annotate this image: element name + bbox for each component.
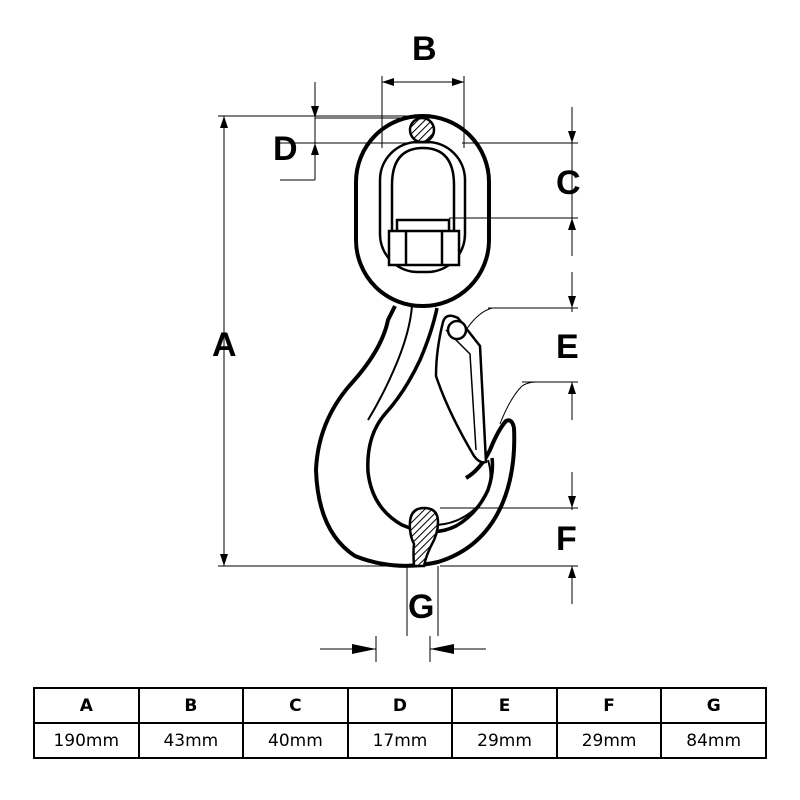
table-header-cell: F — [555, 687, 663, 724]
table-header-cell: B — [137, 687, 245, 724]
dimension-arrowheads — [220, 78, 576, 654]
table-value-cell: 84mm — [660, 722, 767, 759]
hook-shank-line — [367, 305, 413, 421]
swivel-eye — [354, 114, 491, 308]
swivel-nut — [387, 218, 461, 267]
dimension-label-c: C — [556, 164, 581, 202]
table-value-cell: 29mm — [555, 722, 663, 759]
table-header-cell: D — [346, 687, 454, 724]
dimension-lines — [218, 76, 578, 662]
table-value-cell: 190mm — [33, 722, 140, 759]
hook-cross-section — [408, 506, 440, 568]
dimension-label-b: B — [412, 30, 437, 68]
table-header-row: A B C D E F G — [33, 687, 767, 724]
table-header-cell: G — [660, 687, 767, 724]
dimension-label-a: A — [212, 326, 237, 364]
swivel-hook-diagram: A B C D E F G — [212, 30, 581, 662]
eye-inner-opening — [390, 146, 456, 260]
table-value-cell: 43mm — [137, 722, 245, 759]
table-value-cell: 29mm — [451, 722, 558, 759]
table-row: 190mm 43mm 40mm 17mm 29mm 29mm 84mm — [33, 722, 767, 759]
dimension-label-f: F — [556, 520, 577, 558]
table-value-cell: 40mm — [242, 722, 349, 759]
eye-cross-section — [408, 116, 436, 144]
eye-outer — [354, 114, 491, 308]
table-value-cell: 17mm — [346, 722, 454, 759]
dimension-label-g: G — [408, 588, 434, 626]
dimension-label-d: D — [273, 130, 298, 168]
table-header-cell: E — [451, 687, 558, 724]
hook-body — [314, 305, 517, 568]
latch-pivot-pin — [446, 319, 468, 341]
dimension-label-e: E — [556, 328, 579, 366]
dimensions-table: A B C D E F G 190mm 43mm 40mm 17mm 29mm … — [33, 687, 767, 759]
table-header-cell: A — [33, 687, 140, 724]
table-header-cell: C — [242, 687, 349, 724]
hook-outer-profile — [314, 305, 517, 568]
hook-throat-detail — [429, 459, 492, 527]
